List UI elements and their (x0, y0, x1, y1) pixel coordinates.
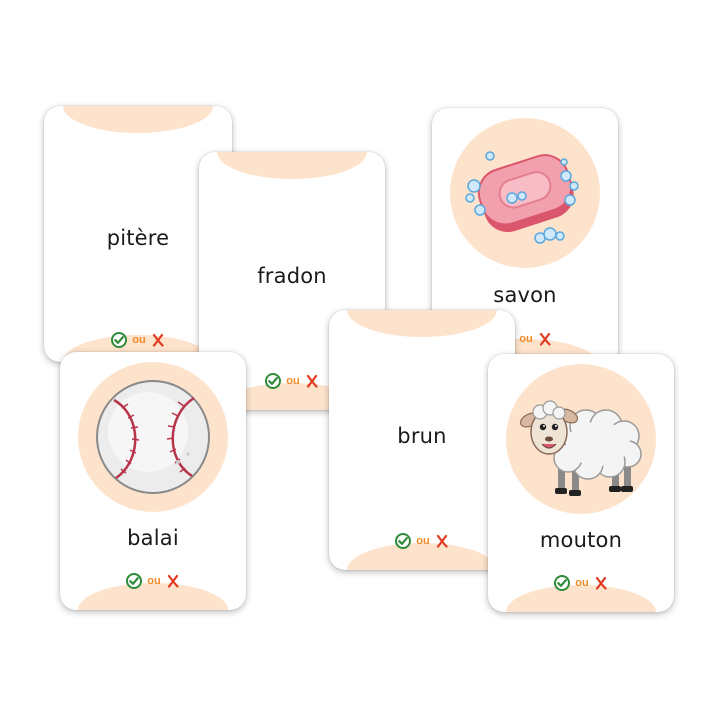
answer-choice: ou (488, 575, 674, 591)
or-label: ou (519, 333, 533, 345)
flashcard-mouton[interactable]: mouton ou (488, 354, 674, 612)
card-word: fradon (257, 264, 327, 288)
cross-icon[interactable] (166, 574, 180, 588)
card-picture (506, 364, 656, 514)
check-icon[interactable] (126, 573, 143, 589)
baseball-icon (96, 380, 210, 494)
answer-choice: ou (329, 533, 515, 549)
answer-choice: ou (60, 573, 246, 589)
card-picture (78, 362, 228, 512)
card-picture (450, 118, 600, 268)
check-icon[interactable] (554, 575, 571, 591)
sheep-icon (519, 400, 642, 496)
or-label: ou (132, 334, 146, 346)
card-word: pitère (106, 226, 170, 250)
or-label: ou (286, 375, 300, 387)
card-word: savon (493, 283, 557, 307)
cross-icon[interactable] (594, 576, 608, 590)
check-icon[interactable] (395, 533, 412, 549)
or-label: ou (575, 577, 589, 589)
answer-choice: ou (44, 332, 232, 348)
answer-choice: ou (199, 373, 385, 389)
card-arc-top (347, 310, 497, 337)
check-icon[interactable] (111, 332, 128, 348)
cross-icon[interactable] (435, 534, 449, 548)
cross-icon[interactable] (305, 374, 319, 388)
soap-icon (465, 151, 579, 244)
or-label: ou (147, 575, 161, 587)
card-word: brun (397, 424, 447, 448)
card-word: mouton (539, 528, 623, 552)
card-arc-top (217, 152, 367, 179)
card-word: balai (127, 526, 179, 550)
or-label: ou (416, 535, 430, 547)
flashcard-balai[interactable]: balai ou (60, 352, 246, 610)
card-arc-top (63, 106, 213, 133)
flashcard-brun[interactable]: brun ou (329, 310, 515, 570)
cross-icon[interactable] (538, 332, 552, 346)
check-icon[interactable] (265, 373, 282, 389)
cross-icon[interactable] (151, 333, 165, 347)
